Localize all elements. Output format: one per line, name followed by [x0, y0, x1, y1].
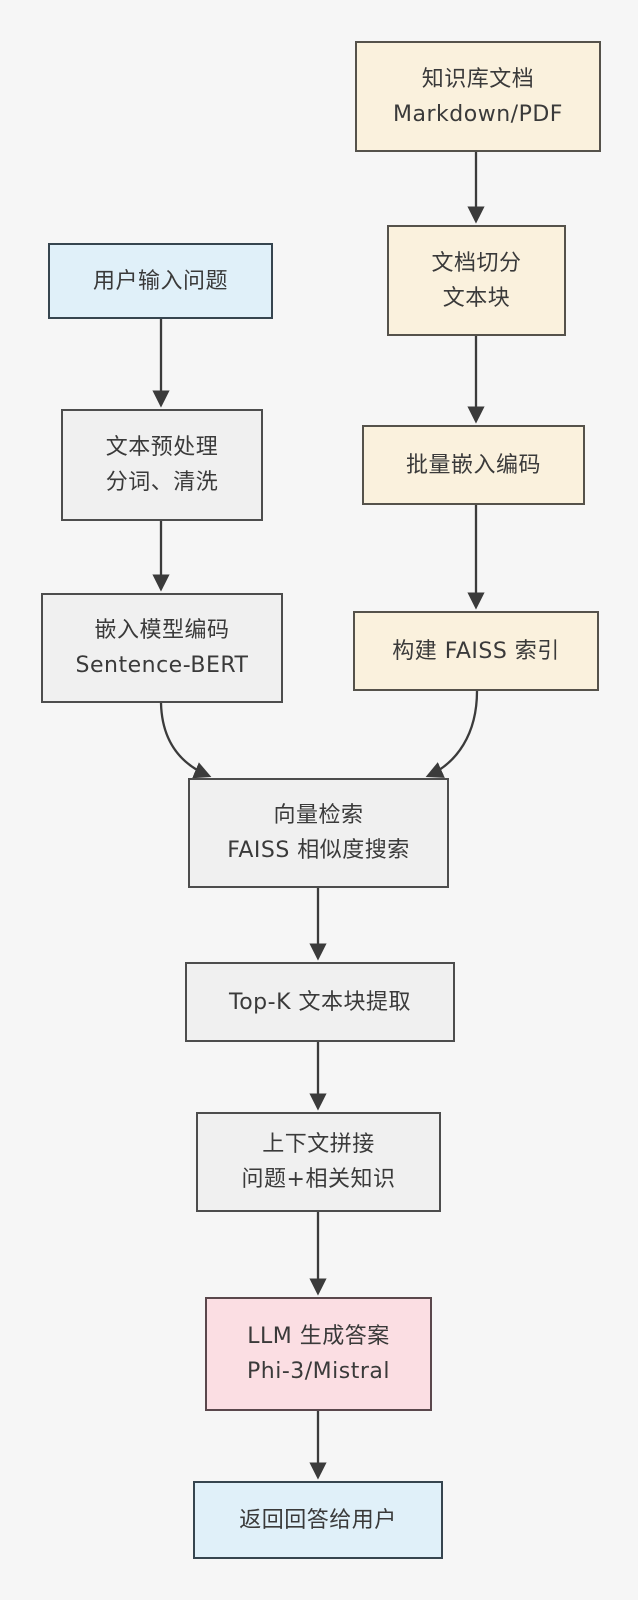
- node-llm-generate: LLM 生成答案 Phi-3/Mistral: [205, 1297, 432, 1411]
- node-preprocess: 文本预处理 分词、清洗: [61, 409, 263, 521]
- node-batch-embed: 批量嵌入编码: [362, 425, 585, 505]
- node-doc-split: 文档切分 文本块: [387, 225, 566, 336]
- node-faiss-index-line1: 构建 FAISS 索引: [392, 638, 560, 664]
- node-kb-doc-line2: Markdown/PDF: [393, 101, 563, 127]
- node-llm-generate-line2: Phi-3/Mistral: [247, 1359, 390, 1384]
- node-user-input-line1: 用户输入问题: [92, 268, 228, 294]
- arrow-embed-model-to-vector-search: [159, 702, 212, 779]
- node-topk-extract: Top-K 文本块提取: [185, 962, 455, 1042]
- node-vector-search-line2: FAISS 相似度搜索: [227, 838, 410, 863]
- node-context-concat: 上下文拼接 问题+相关知识: [196, 1112, 441, 1212]
- node-vector-search-line1: 向量检索: [273, 803, 364, 828]
- node-context-concat-line2: 问题+相关知识: [241, 1167, 396, 1192]
- node-llm-generate-line1: LLM 生成答案: [247, 1324, 390, 1349]
- node-preprocess-line2: 分词、清洗: [105, 470, 219, 495]
- node-doc-split-line2: 文本块: [442, 285, 511, 311]
- node-user-input: 用户输入问题: [48, 243, 273, 319]
- node-doc-split-line1: 文档切分: [431, 250, 522, 276]
- node-vector-search: 向量检索 FAISS 相似度搜索: [188, 778, 449, 888]
- node-kb-doc: 知识库文档 Markdown/PDF: [355, 41, 601, 152]
- node-preprocess-line1: 文本预处理: [105, 435, 219, 460]
- node-embed-model: 嵌入模型编码 Sentence-BERT: [41, 593, 283, 703]
- node-faiss-index: 构建 FAISS 索引: [353, 611, 599, 691]
- node-embed-model-line2: Sentence-BERT: [75, 653, 249, 678]
- node-kb-doc-line1: 知识库文档: [421, 66, 535, 92]
- node-embed-model-line1: 嵌入模型编码: [94, 618, 230, 643]
- node-topk-extract-line1: Top-K 文本块提取: [229, 989, 411, 1015]
- node-return-answer: 返回回答给用户: [193, 1481, 443, 1559]
- node-batch-embed-line1: 批量嵌入编码: [405, 452, 541, 478]
- node-context-concat-line1: 上下文拼接: [262, 1132, 375, 1157]
- node-return-answer-line1: 返回回答给用户: [239, 1507, 397, 1533]
- arrow-faiss-index-to-vector-search: [425, 690, 479, 778]
